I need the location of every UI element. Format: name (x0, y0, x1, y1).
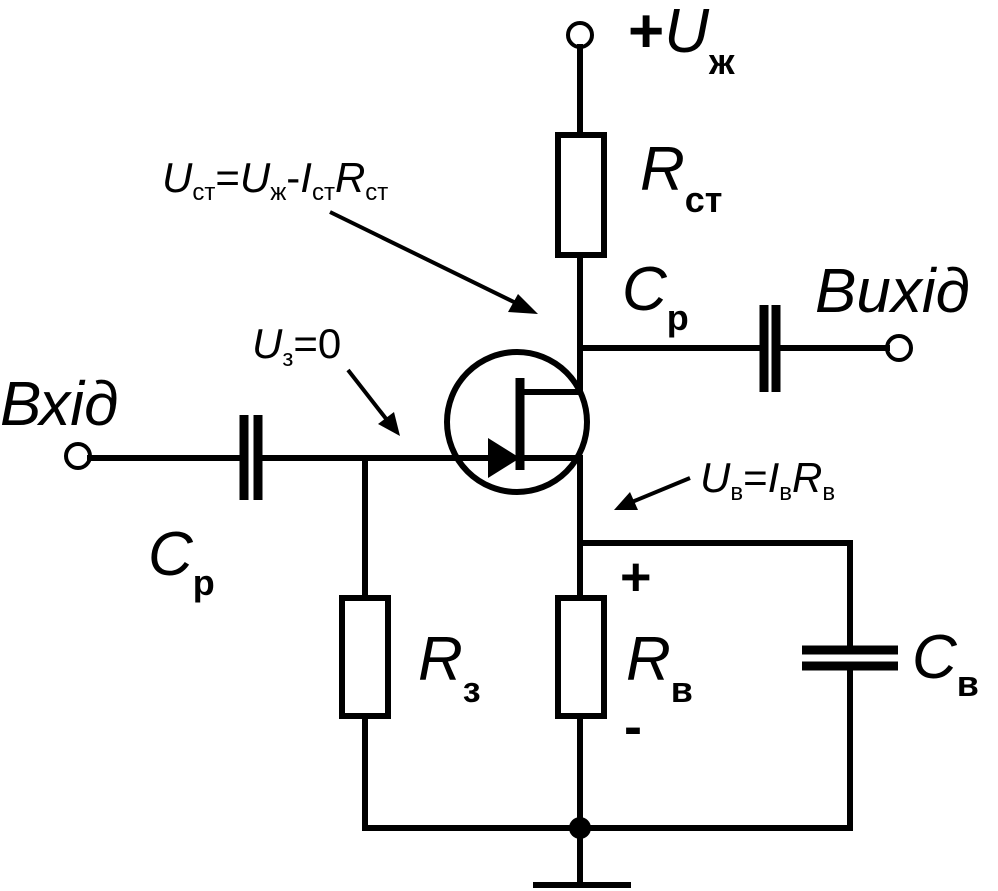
output-label: Вихід (815, 257, 970, 326)
input-cap-label: Cр (148, 520, 215, 603)
supply-terminal (566, 21, 594, 49)
supply-label: +Uж (628, 0, 735, 82)
drain-voltage-arrow (329, 210, 521, 307)
gate-voltage-arrow (346, 368, 389, 422)
gate-voltage-arrowhead (378, 412, 400, 436)
polarity-minus: - (624, 697, 642, 757)
output-terminal (885, 334, 913, 362)
input-label: Вхід (0, 370, 118, 439)
input-terminal (64, 442, 92, 470)
polarity-plus: + (620, 547, 652, 607)
gate-arrow (488, 438, 520, 478)
gate-resistor-label: Rз (418, 625, 481, 710)
source-voltage-arrow (631, 476, 691, 504)
ground-junction (569, 817, 591, 839)
gate-resistor (339, 595, 391, 719)
source-resistor-label: Rв (626, 625, 693, 710)
source-resistor (555, 595, 607, 719)
gate-voltage-annotation: Uз=0 (252, 320, 341, 372)
drain-resistor (555, 132, 607, 258)
source-voltage-annotation: Uв=IвRв (700, 454, 835, 506)
output-cap-label: Cр (622, 255, 689, 338)
drain-voltage-arrowhead (508, 294, 538, 314)
bypass-cap-label: Cв (912, 623, 979, 704)
transistor-body (444, 349, 590, 495)
drain-resistor-label: Rст (640, 135, 722, 220)
source-voltage-arrowhead (614, 492, 638, 510)
drain-voltage-annotation: Uст=Uж-IстRст (162, 154, 388, 206)
